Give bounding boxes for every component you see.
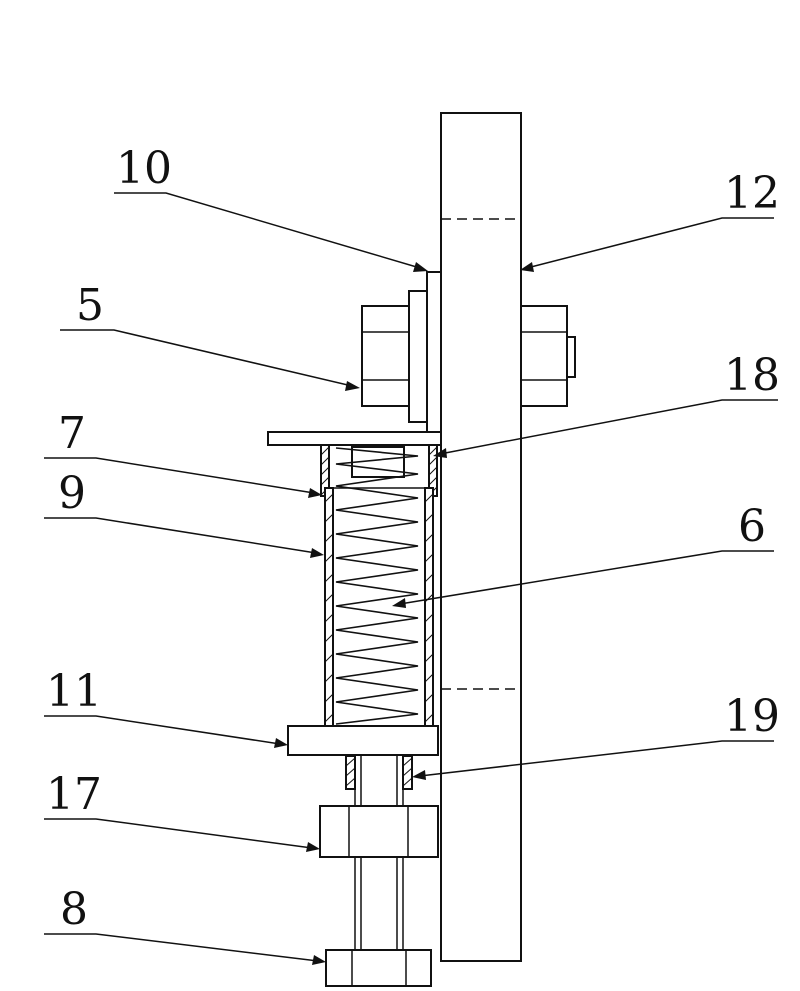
- label-18: 18: [724, 350, 780, 401]
- lower-bushing: [345, 755, 413, 790]
- label-7: 7: [58, 408, 86, 459]
- label-8: 8: [60, 884, 88, 935]
- right-nut: [520, 305, 576, 407]
- label-9: 9: [58, 468, 86, 519]
- leader-lines: [44, 192, 778, 965]
- label-11: 11: [46, 666, 102, 717]
- label-10: 10: [116, 143, 172, 194]
- label-5: 5: [76, 280, 104, 331]
- label-6: 6: [738, 501, 766, 552]
- label-17: 17: [46, 769, 102, 820]
- left-bolt-head: [361, 290, 428, 423]
- angle-bracket: [267, 271, 442, 446]
- bottom-bolt-head: [325, 949, 432, 987]
- label-19: 19: [724, 691, 780, 742]
- label-12: 12: [724, 168, 780, 219]
- hex-nut: [319, 805, 439, 858]
- bottom-plate: [287, 725, 439, 756]
- compression-spring: [335, 447, 419, 725]
- mounting-plate: [440, 112, 522, 962]
